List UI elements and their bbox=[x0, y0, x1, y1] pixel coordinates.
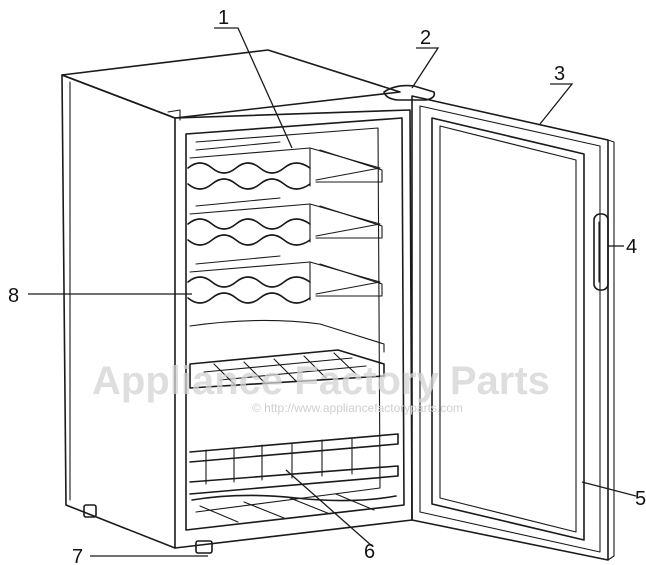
callout-numbers: 1 2 3 4 5 6 7 8 bbox=[8, 7, 646, 565]
callout-5: 5 bbox=[635, 488, 646, 510]
top-hinge-knob bbox=[383, 84, 436, 101]
cabinet-body bbox=[61, 49, 413, 554]
callout-2: 2 bbox=[420, 27, 431, 49]
watermark-url: © http://www.appliancefactoryparts.com bbox=[252, 401, 463, 415]
wine-rack-middle bbox=[187, 197, 383, 246]
callout-3: 3 bbox=[554, 63, 565, 85]
door-handle bbox=[593, 213, 609, 291]
wine-rack-bottom bbox=[187, 255, 383, 304]
wine-rack-top bbox=[187, 141, 383, 190]
callout-1: 1 bbox=[218, 7, 229, 29]
leader-lines bbox=[28, 27, 637, 557]
callout-4: 4 bbox=[626, 236, 637, 258]
callout-8: 8 bbox=[8, 285, 19, 307]
door bbox=[411, 95, 615, 561]
watermark-title: Appliance Factory Parts bbox=[92, 359, 550, 403]
flat-shelf bbox=[189, 319, 385, 389]
callout-7: 7 bbox=[72, 546, 83, 565]
callout-6: 6 bbox=[364, 541, 375, 563]
watermark: Appliance Factory Parts © http://www.app… bbox=[92, 359, 550, 415]
bottom-rack bbox=[189, 433, 399, 523]
